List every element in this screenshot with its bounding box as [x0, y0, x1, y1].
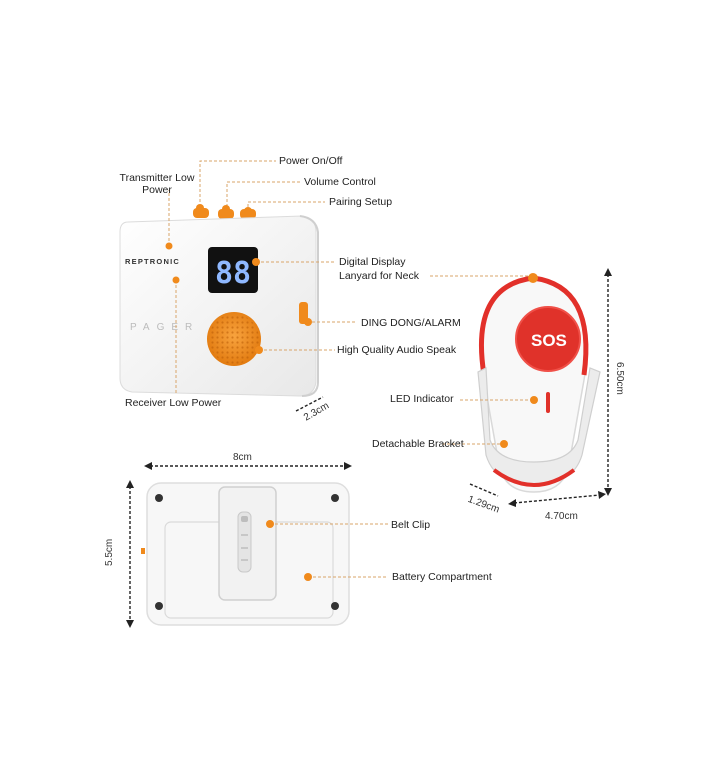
- dimension-height: 5.5cm: [104, 538, 115, 566]
- label-power-on-off: Power On/Off: [279, 155, 343, 167]
- label-audio-speaker: High Quality Audio Speak: [337, 344, 457, 356]
- label-digital-display: Digital Display: [339, 256, 406, 268]
- display-digits: 88: [215, 256, 251, 291]
- model-text: PAGER: [130, 322, 199, 333]
- label-detachable-bracket: Detachable Bracket: [372, 438, 464, 450]
- sos-button[interactable]: [516, 307, 580, 371]
- label-lanyard-for-neck: Lanyard for Neck: [339, 270, 419, 282]
- label-ding-dong-alarm: DING DONG/ALARM: [361, 317, 461, 329]
- label-pairing-setup: Pairing Setup: [329, 196, 393, 208]
- label-transmitter-low-power: Transmitter Low Power: [119, 172, 195, 196]
- ding-dong-button[interactable]: [299, 302, 308, 324]
- led-indicator-light: [546, 392, 550, 413]
- pager-back: [141, 482, 350, 626]
- volume-button[interactable]: [218, 209, 234, 219]
- label-led-indicator: LED Indicator: [390, 393, 454, 405]
- label-belt-clip: Belt Clip: [391, 519, 431, 531]
- sos-transmitter: SOS: [477, 273, 601, 493]
- digital-display-screen: [208, 247, 258, 293]
- pager-front: REPTRONIC 88 PAGER: [119, 208, 319, 397]
- label-receiver-low-power: Receiver Low Power: [125, 397, 222, 409]
- dimension-button-width: 4.70cm: [545, 511, 578, 522]
- label-volume-control: Volume Control: [304, 176, 376, 188]
- dimension-width: 8cm: [233, 452, 252, 463]
- sos-label: SOS: [531, 331, 567, 350]
- label-battery-compartment: Battery Compartment: [392, 571, 492, 583]
- dimension-button-height: 6.50cm: [614, 362, 625, 395]
- brand-text: REPTRONIC: [125, 257, 180, 266]
